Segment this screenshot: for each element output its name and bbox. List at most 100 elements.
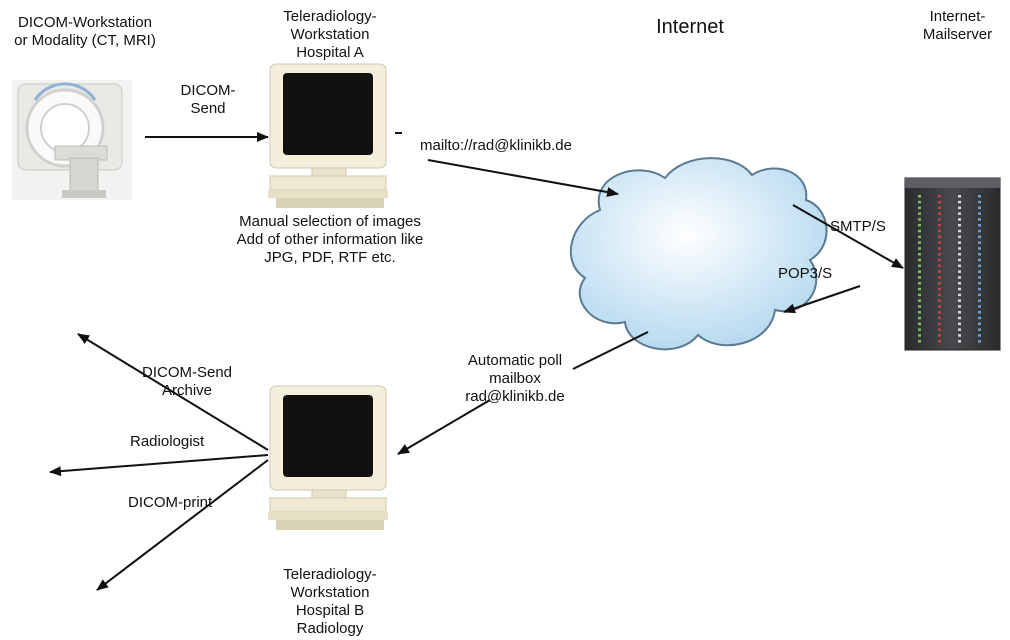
server-led — [958, 276, 961, 279]
server-led — [978, 311, 981, 314]
server-led — [978, 253, 981, 256]
server-led — [918, 305, 921, 308]
workstation-b-label: Teleradiology- Workstation Hospital B Ra… — [283, 566, 377, 637]
server-led — [978, 334, 981, 337]
pop3-label: POP3/S — [778, 265, 833, 282]
server-led — [978, 264, 981, 268]
server-led — [978, 305, 981, 308]
server-led — [958, 200, 961, 204]
server-led — [958, 293, 961, 297]
server-led — [918, 258, 921, 262]
server-led — [918, 287, 921, 291]
server-led — [938, 241, 941, 244]
server-led — [978, 293, 981, 297]
server-led — [938, 299, 941, 302]
server-led — [958, 287, 961, 291]
server-led — [978, 328, 981, 331]
server-led — [958, 264, 961, 268]
manual-selection-label: Manual selection of images Add of other … — [236, 213, 424, 266]
server-led — [918, 212, 921, 215]
server-led — [978, 299, 981, 302]
server-led — [918, 206, 921, 210]
workstation-a-icon — [268, 63, 388, 208]
server-led — [918, 311, 921, 314]
server-led — [978, 270, 981, 273]
arrows — [49, 132, 904, 591]
ct-scanner-icon — [12, 80, 132, 200]
server-led — [978, 276, 981, 279]
server-led — [938, 270, 941, 273]
server-led — [938, 224, 941, 227]
server-led — [978, 316, 981, 320]
internet-cloud-icon — [569, 157, 828, 351]
server-led — [958, 195, 961, 198]
server-led — [938, 229, 941, 233]
server-led — [958, 270, 961, 273]
arrow-poll-to-ws-b — [397, 399, 491, 455]
server-led — [918, 224, 921, 227]
server-led — [958, 218, 961, 221]
server-led — [958, 253, 961, 256]
smtp-label: SMTP/S — [830, 218, 886, 235]
server-led — [918, 328, 921, 331]
server-led — [918, 195, 921, 198]
arrow-mailto-to-cloud — [427, 159, 619, 197]
server-led — [918, 293, 921, 297]
server-led — [978, 340, 981, 343]
arrow-cloud-to-server — [792, 204, 904, 269]
modality-label: DICOM-Workstation or Modality (CT, MRI) — [14, 14, 156, 49]
server-led — [938, 276, 941, 279]
server-led — [938, 328, 941, 331]
server-led — [978, 200, 981, 204]
server-led — [958, 282, 961, 285]
server-led — [918, 200, 921, 204]
server-led — [938, 311, 941, 314]
server-led — [938, 287, 941, 291]
server-led — [978, 235, 981, 239]
server-led — [978, 287, 981, 291]
server-led — [918, 253, 921, 256]
arrow-ws-b-to-radiologist — [49, 454, 269, 477]
server-led — [938, 322, 941, 326]
server-led — [918, 340, 921, 343]
arrow-ws-b-to-print — [96, 459, 269, 591]
server-led — [978, 258, 981, 262]
server-led — [938, 340, 941, 343]
server-led — [938, 293, 941, 297]
arrow-ws-b-to-archive — [77, 333, 269, 451]
server-led — [918, 247, 921, 250]
server-led — [918, 270, 921, 273]
automatic-poll-label: Automatic poll mailbox rad@klinikb.de — [465, 352, 565, 405]
server-led — [918, 334, 921, 337]
server-led — [978, 195, 981, 198]
server-led — [958, 247, 961, 250]
server-led — [918, 235, 921, 239]
server-led — [938, 305, 941, 308]
server-led — [938, 212, 941, 215]
server-led — [918, 316, 921, 320]
radiologist-label: Radiologist — [130, 433, 205, 450]
workstation-b-icon — [268, 385, 388, 530]
server-led — [978, 206, 981, 210]
server-led — [958, 258, 961, 262]
server-led — [958, 316, 961, 320]
server-led — [918, 229, 921, 233]
server-led — [958, 305, 961, 308]
server-led — [978, 247, 981, 250]
server-led — [958, 212, 961, 215]
server-led — [978, 212, 981, 215]
internet-title: Internet — [656, 16, 724, 38]
server-led — [958, 235, 961, 239]
server-led — [938, 206, 941, 210]
server-led — [938, 200, 941, 204]
server-led — [958, 241, 961, 244]
server-led — [958, 299, 961, 302]
server-led — [938, 235, 941, 239]
line-cloud-to-poll — [572, 331, 649, 370]
mailto-label: mailto://rad@klinikb.de — [420, 137, 572, 154]
server-led — [958, 334, 961, 337]
server-led — [978, 218, 981, 221]
server-led — [978, 241, 981, 244]
server-led — [918, 322, 921, 326]
